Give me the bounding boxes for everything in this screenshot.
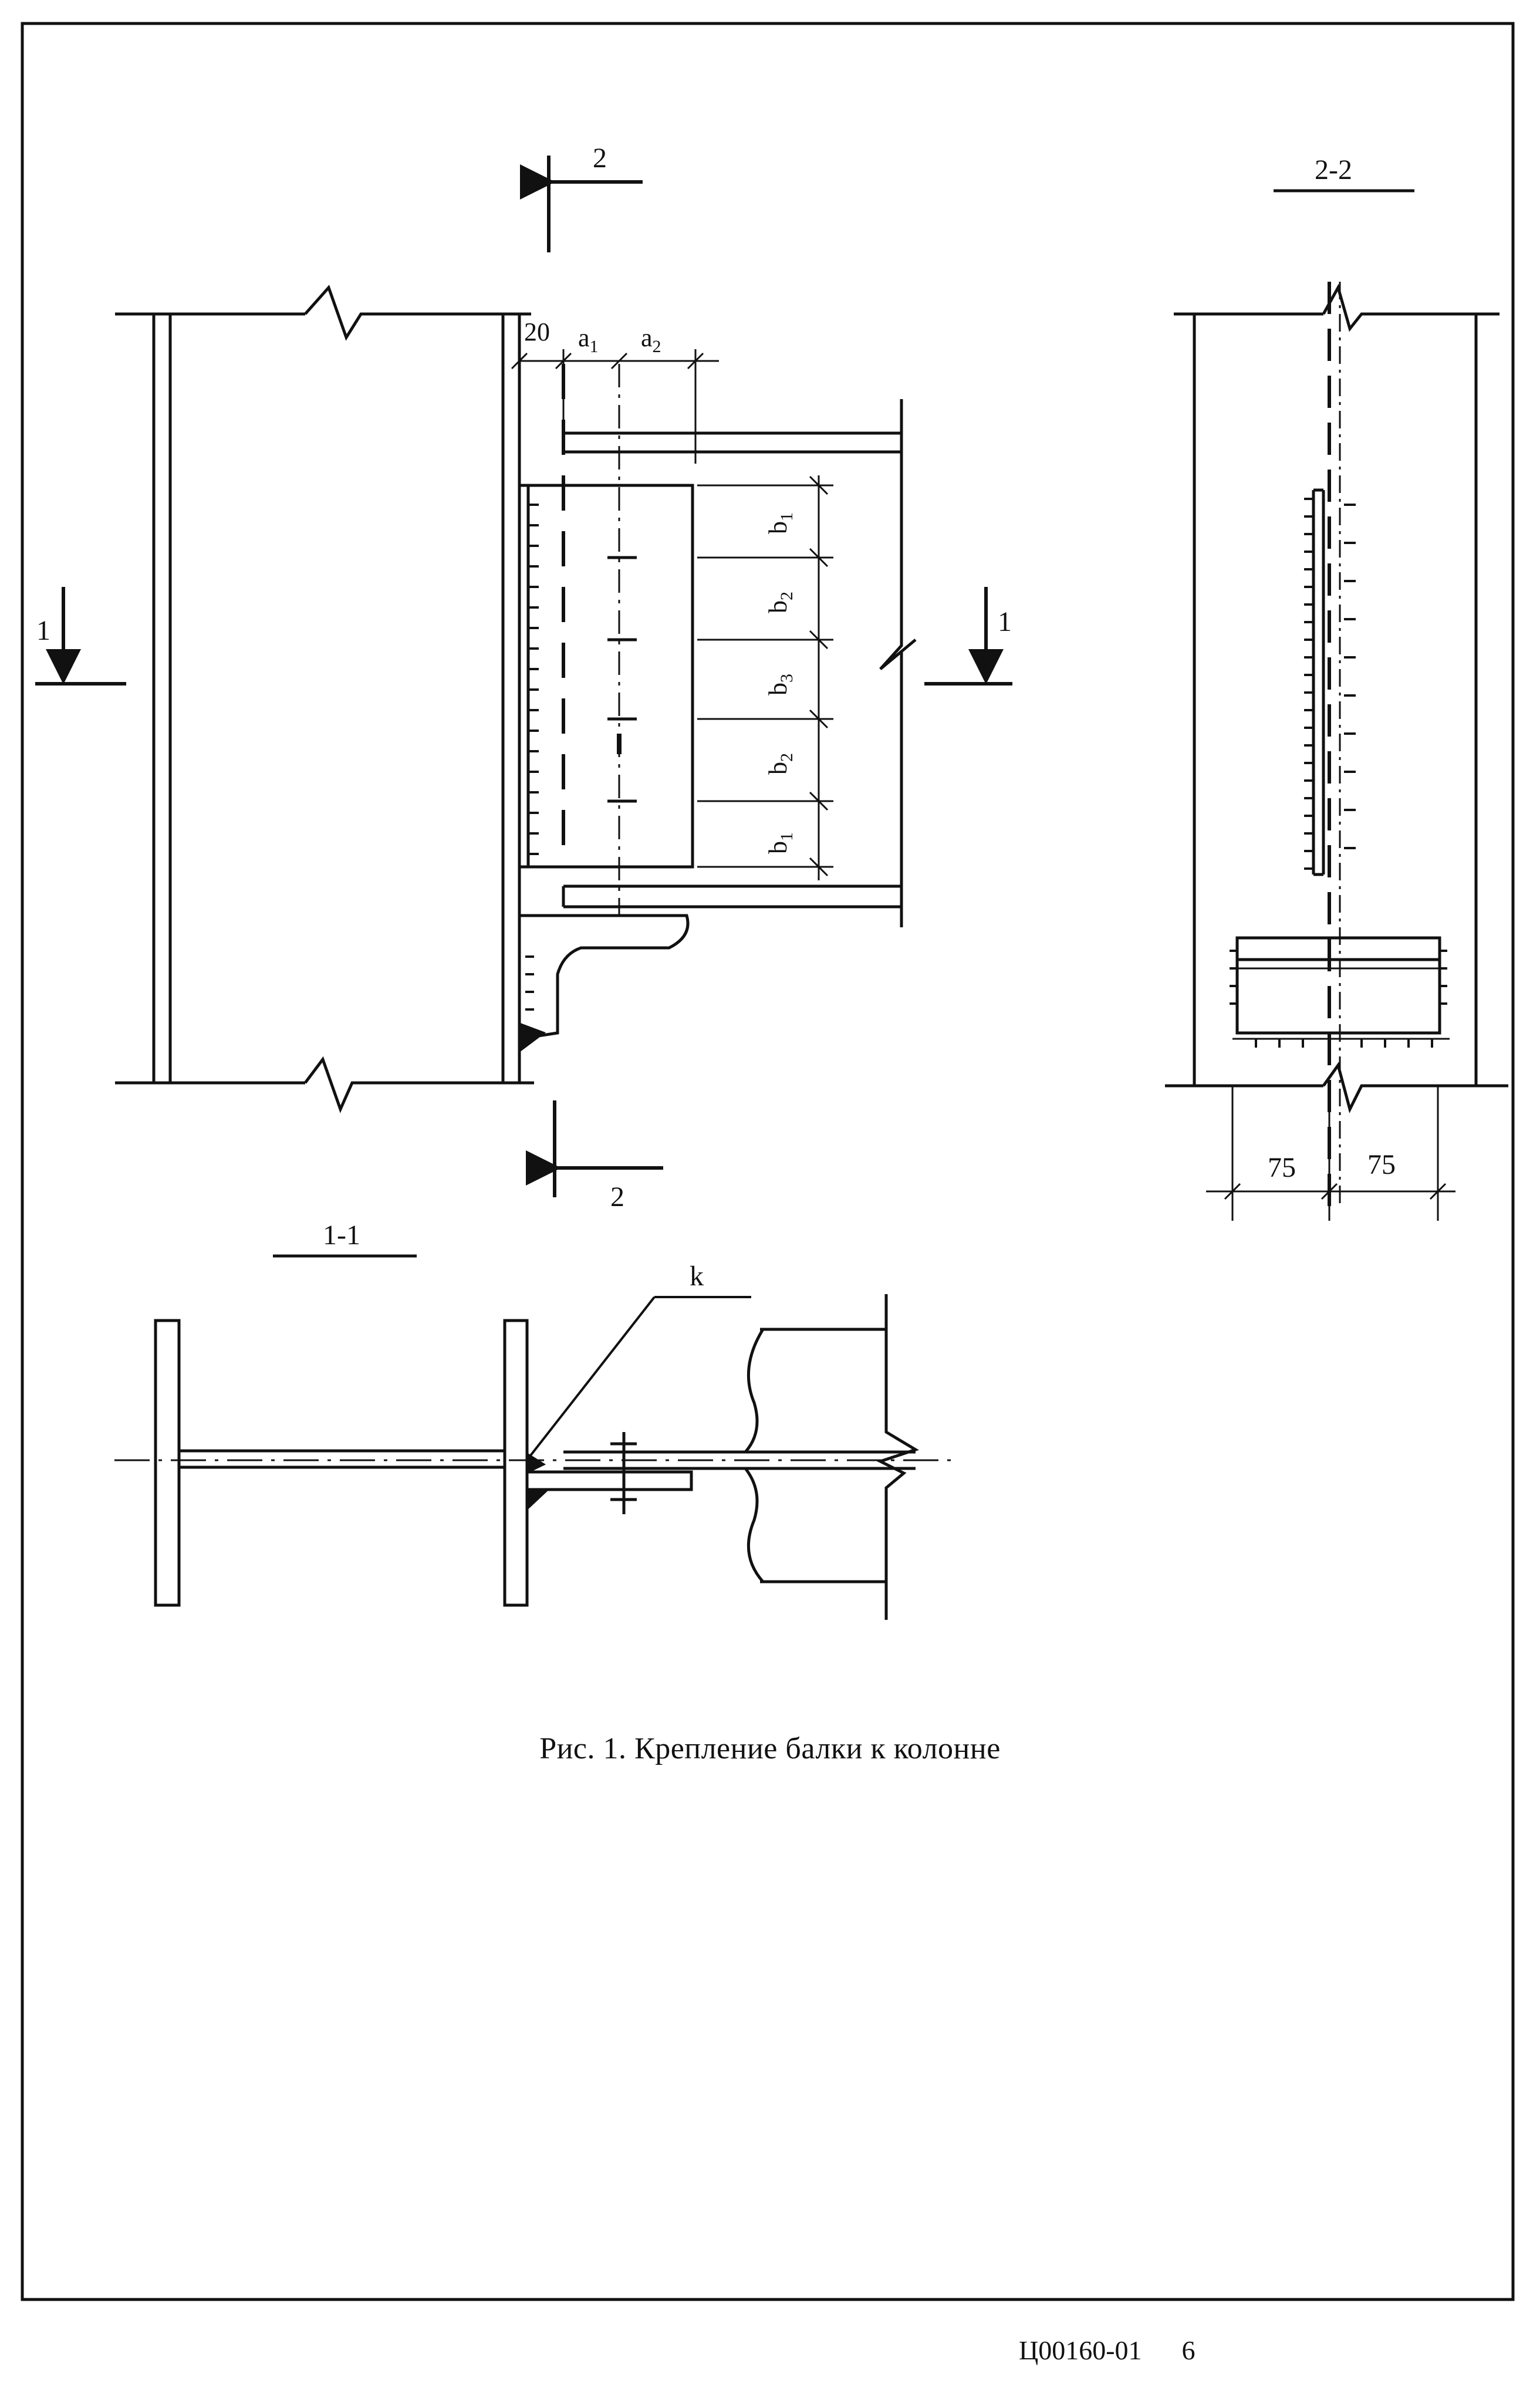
dim-b3: b3 xyxy=(764,674,796,695)
section-2-2-labels: 2-2 75 75 xyxy=(1268,154,1396,1183)
dim-a1: a1 xyxy=(578,323,599,356)
weld-ticks xyxy=(525,504,539,1011)
dim-b1-top: b1 xyxy=(764,512,796,534)
dim-b1-bottom: b1 xyxy=(764,832,796,854)
section-1-right-label: 1 xyxy=(998,606,1012,637)
elevation-view xyxy=(115,285,917,1113)
section-markers xyxy=(35,156,1012,1197)
document-code: Ц00160-01 xyxy=(1019,2335,1142,2365)
dim-75-left: 75 xyxy=(1268,1152,1296,1183)
page-number: 6 xyxy=(1181,2335,1195,2365)
dim-b2-upper: b2 xyxy=(764,592,796,613)
section-2-2 xyxy=(1165,189,1508,1221)
section-1-left-label: 1 xyxy=(36,615,50,646)
section-1-1-labels: 1-1 k xyxy=(323,1220,704,1292)
vertical-dimension-chain xyxy=(697,475,833,880)
page-frame xyxy=(21,22,1515,2301)
top-dimension-labels: 20 a1 a2 xyxy=(524,318,661,356)
dim-a2: a2 xyxy=(641,323,661,356)
dim-b2-lower: b2 xyxy=(764,753,796,775)
section-2-top-label: 2 xyxy=(593,143,607,174)
weld-leg-label: k xyxy=(690,1261,704,1292)
section-1-1-title: 1-1 xyxy=(323,1220,360,1251)
b-dimension-labels: b1 b2 b3 b2 b1 xyxy=(764,512,796,854)
figure-caption: Рис. 1. Крепление балки к колонне xyxy=(539,1732,1001,1765)
section-1-1 xyxy=(114,1254,951,1620)
dim-75-right: 75 xyxy=(1367,1149,1396,1180)
dim-20: 20 xyxy=(524,318,550,346)
horizontal-dimension-chain xyxy=(511,349,719,423)
section-2-2-weld-ticks xyxy=(1230,498,1447,1048)
section-marker-labels: 2 2 1 1 xyxy=(36,143,1012,1213)
bolt-layout xyxy=(562,364,697,916)
page-footer: Ц00160-01 6 xyxy=(1019,2335,1195,2366)
section-2-2-title: 2-2 xyxy=(1315,154,1352,185)
section-2-bottom-label: 2 xyxy=(610,1181,624,1213)
